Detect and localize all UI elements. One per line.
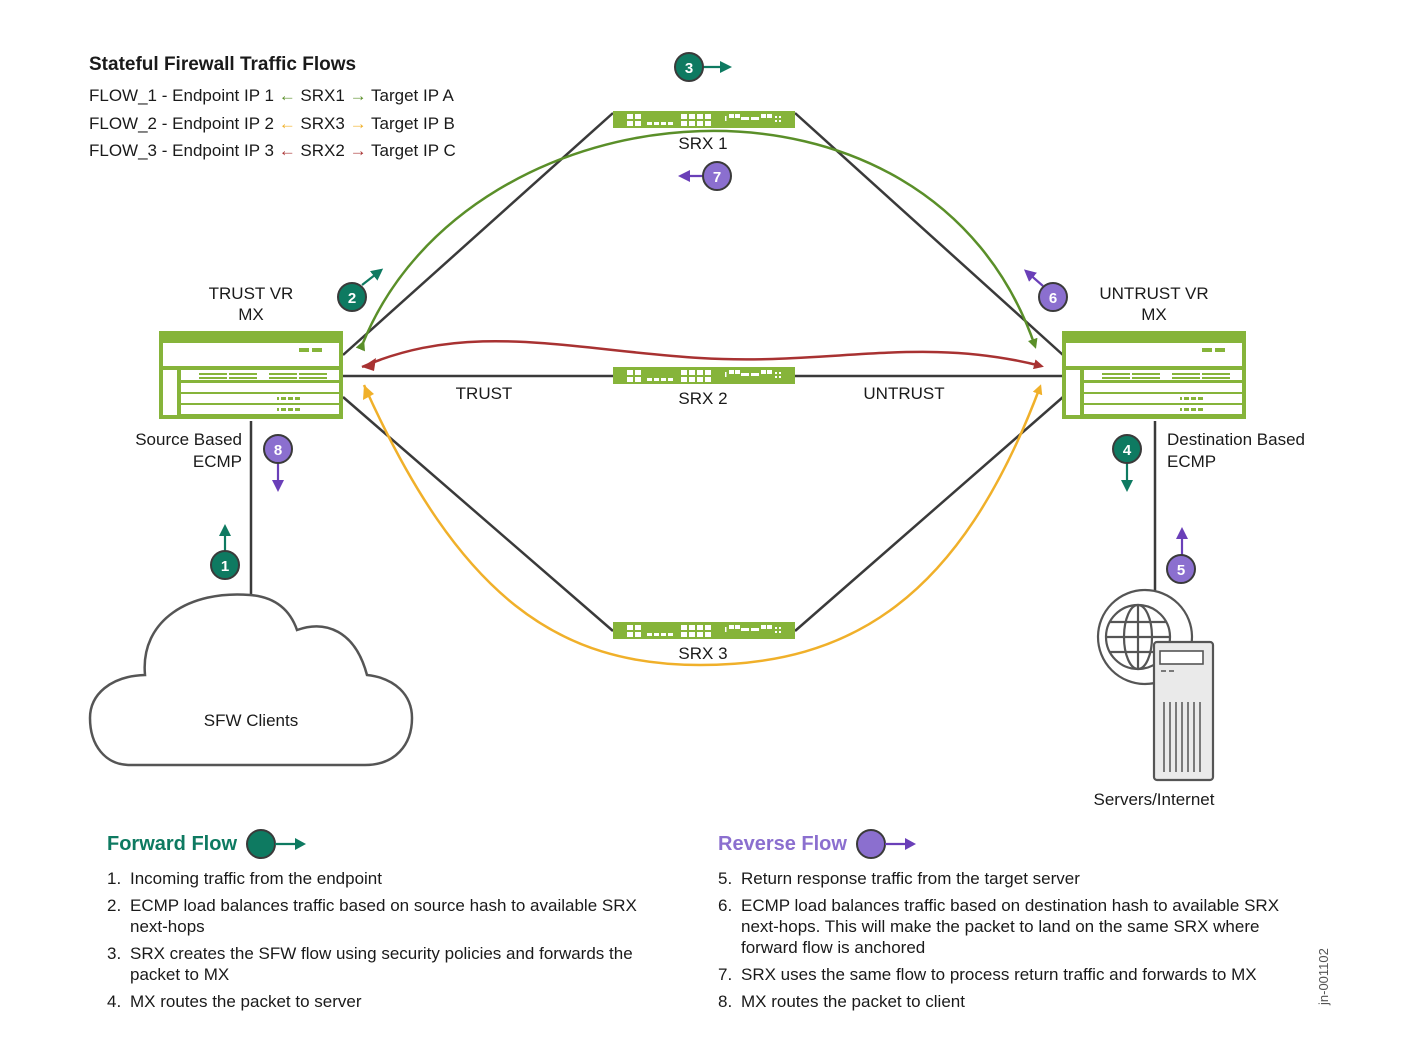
legend-flow-3: FLOW_3 - Endpoint IP 3 ← SRX2 → Target I…	[89, 141, 456, 160]
step-2-badge: 2	[337, 268, 384, 312]
arrow-right-icon: →	[349, 114, 367, 133]
flow3-arrowhead-left	[362, 358, 376, 371]
svg-text:1: 1	[221, 558, 229, 575]
step-4-badge: 4	[1112, 434, 1142, 492]
untrust-mx-subtitle: MX	[1141, 305, 1167, 324]
step-1-badge: 1	[210, 524, 240, 580]
arrow-right-icon: →	[349, 141, 367, 160]
forward-flow-title: Forward Flow	[107, 832, 237, 855]
trust-mx-title: TRUST VR	[209, 284, 294, 303]
reverse-step-6: 6.ECMP load balances traffic based on de…	[718, 896, 1280, 957]
arrow-left-icon: ←	[278, 114, 296, 133]
srx1-label: SRX 1	[678, 134, 727, 153]
legend-flow-1: FLOW_1 - Endpoint IP 1 ← SRX1 → Target I…	[89, 86, 454, 105]
srx2-device[interactable]	[613, 367, 795, 384]
svg-text:2: 2	[348, 290, 356, 307]
svg-text:7: 7	[713, 169, 721, 186]
step-6-badge: 6	[1023, 269, 1068, 312]
step-5-badge: 5	[1166, 527, 1196, 584]
link-trust-srx1	[342, 112, 614, 356]
svg-text:5: 5	[1177, 562, 1185, 579]
arrow-right-icon: →	[349, 86, 367, 105]
reverse-flow-notes: Reverse Flow 5.Return response traffic f…	[718, 828, 1298, 1018]
forward-step-1: 1.Incoming traffic from the endpoint	[107, 869, 382, 888]
srx2-label: SRX 2	[678, 389, 727, 408]
srx3-device[interactable]	[613, 622, 795, 639]
forward-step-2: 2.ECMP load balances traffic based on so…	[107, 896, 637, 936]
trust-mx-device[interactable]	[159, 331, 343, 419]
step-7-badge: 7	[678, 161, 732, 191]
untrust-ecmp-label-2: ECMP	[1167, 452, 1216, 471]
step-8-badge: 8	[263, 434, 293, 492]
flow1-curve	[355, 129, 1038, 352]
reverse-step-7: 7.SRX uses the same flow to process retu…	[718, 965, 1257, 984]
svg-text:6: 6	[1049, 290, 1057, 307]
srx3-label: SRX 3	[678, 644, 727, 663]
svg-text:4: 4	[1123, 442, 1132, 459]
svg-text:8: 8	[274, 442, 282, 459]
untrust-zone-label: UNTRUST	[863, 384, 944, 403]
legend-flow-2: FLOW_2 - Endpoint IP 2 ← SRX3 → Target I…	[89, 114, 455, 133]
trust-mx-subtitle: MX	[238, 305, 264, 324]
srx1-device[interactable]	[613, 111, 795, 128]
forward-step-4: 4.MX routes the packet to server	[107, 992, 362, 1011]
trust-ecmp-label-1: Source Based	[135, 430, 242, 449]
clients-cloud-icon	[88, 593, 414, 767]
untrust-ecmp-label-1: Destination Based	[1167, 430, 1305, 449]
link-srx1-untrust	[794, 112, 1064, 356]
svg-text:3: 3	[685, 60, 693, 77]
servers-label: Servers/Internet	[1094, 790, 1215, 809]
server-icon	[1152, 640, 1215, 782]
trust-ecmp-label-2: ECMP	[193, 452, 242, 471]
figure-id: jn-001102	[1316, 948, 1331, 1005]
reverse-step-8: 8.MX routes the packet to client	[718, 992, 965, 1011]
reverse-step-5: 5.Return response traffic from the targe…	[718, 869, 1080, 888]
trust-zone-label: TRUST	[456, 384, 513, 403]
flow2-curve	[362, 384, 1043, 667]
link-srx3-untrust	[794, 396, 1064, 632]
forward-step-3: 3.SRX creates the SFW flow using securit…	[107, 944, 633, 984]
legend-title: Stateful Firewall Traffic Flows	[89, 54, 357, 75]
reverse-flow-title: Reverse Flow	[718, 832, 847, 855]
untrust-mx-device[interactable]	[1062, 331, 1246, 419]
step-3-badge: 3	[674, 52, 732, 82]
untrust-mx-title: UNTRUST VR	[1099, 284, 1208, 303]
arrow-left-icon: ←	[278, 141, 296, 160]
clients-label: SFW Clients	[204, 711, 298, 730]
forward-badge-icon	[245, 828, 307, 860]
flow2-arrowhead-left	[363, 385, 374, 400]
reverse-badge-icon	[855, 828, 917, 860]
forward-flow-notes: Forward Flow 1.Incoming traffic from the…	[107, 828, 647, 1018]
arrow-left-icon: ←	[278, 86, 296, 105]
link-trust-srx3	[342, 396, 614, 632]
flow3-curve	[361, 339, 1044, 370]
